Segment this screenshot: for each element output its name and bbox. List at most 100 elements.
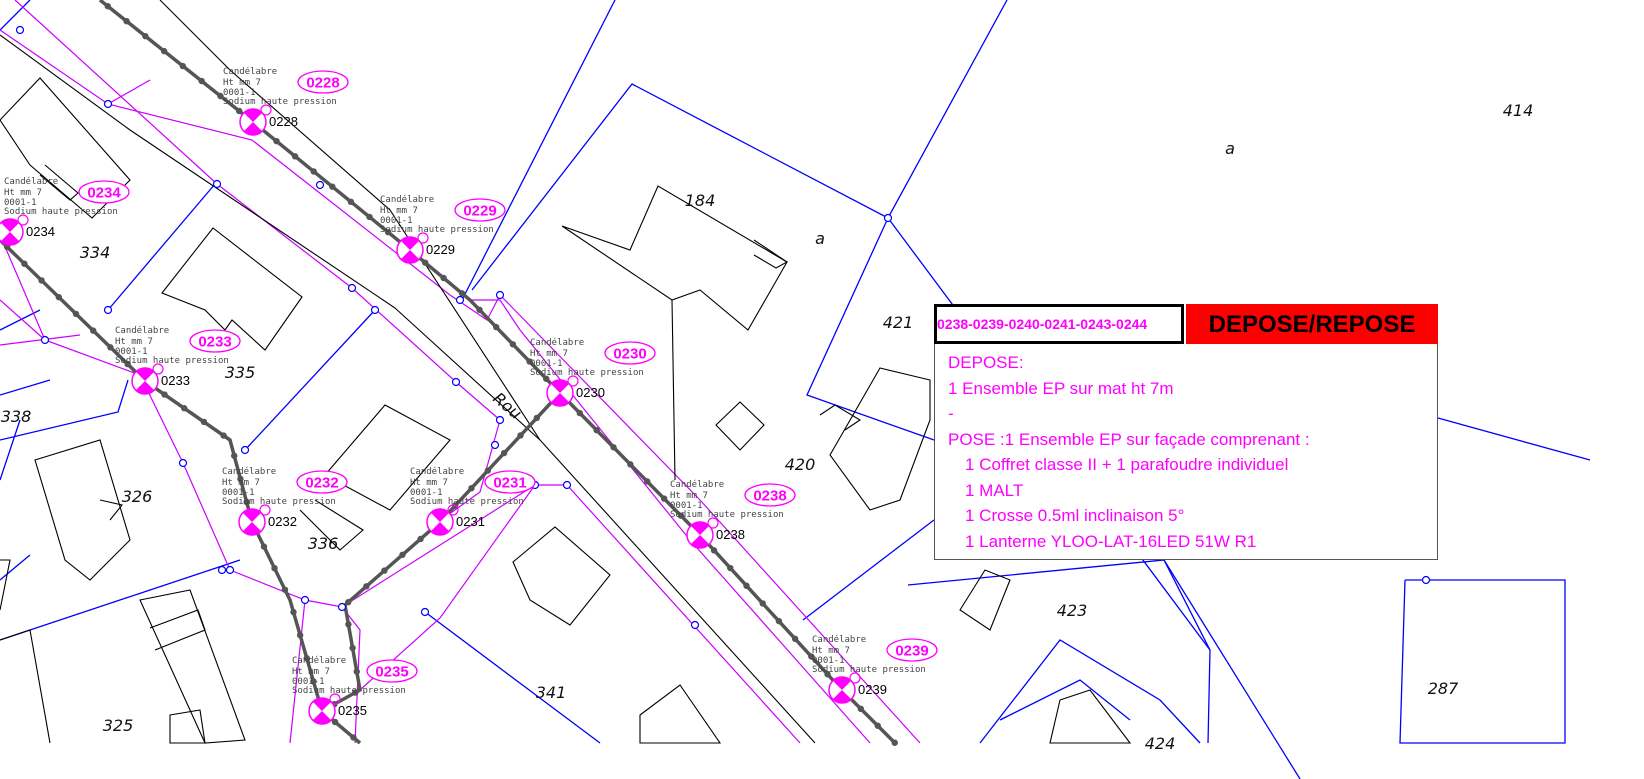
cable-dot xyxy=(492,323,500,331)
lamp-node xyxy=(329,693,341,705)
cable-dot xyxy=(857,705,865,713)
cable-dot xyxy=(235,107,243,115)
survey-point xyxy=(495,290,505,300)
cable-dot xyxy=(484,467,492,474)
cable-dot xyxy=(291,153,299,160)
lamp-label-ellipse xyxy=(886,638,938,662)
cable-dot xyxy=(123,17,130,25)
lamp-code: 0001-1 xyxy=(222,488,255,498)
cable-dot xyxy=(353,668,360,675)
survey-point xyxy=(40,335,50,345)
survey-point xyxy=(883,213,893,223)
infobox-title: DEPOSE/REPOSE xyxy=(1186,304,1438,345)
lamp-source: Sodium haute pression xyxy=(4,207,118,217)
cable-dot xyxy=(273,137,280,145)
lamp-number: 0231 xyxy=(456,514,485,529)
parcel-number: 325 xyxy=(103,716,134,735)
cable-dot xyxy=(160,47,168,55)
lamp-type: Candélabre xyxy=(812,634,866,645)
cable-dot xyxy=(417,535,424,543)
lamp-code: 0001-1 xyxy=(292,677,325,687)
lamp-label: 0230 xyxy=(613,346,646,363)
cable-dot xyxy=(660,495,668,502)
lamp-label-ellipse xyxy=(366,659,418,683)
lamp-type: Candélabre xyxy=(223,66,277,77)
lamp-height: Ht mm 7 xyxy=(530,349,568,359)
cable-dot xyxy=(271,564,278,572)
lamp-number: 0232 xyxy=(268,514,297,529)
lamp-node xyxy=(152,363,164,375)
lamp-label-ellipse xyxy=(296,470,348,494)
cable-dot xyxy=(217,92,224,100)
lamp-source: Sodium haute pression xyxy=(812,665,926,675)
intervention-infobox: 0238-0239-0240-0241-0243-0244 DEPOSE/REP… xyxy=(934,304,1438,560)
cable-dot xyxy=(808,653,815,660)
lamp-label-ellipse xyxy=(297,70,349,94)
survey-point xyxy=(420,607,430,617)
parcel-number: 420 xyxy=(785,455,816,474)
cable-dot xyxy=(381,567,388,574)
lamp-node xyxy=(17,214,29,226)
lamp-node xyxy=(259,504,271,516)
lamp-number: 0238 xyxy=(716,527,745,542)
cable-dot xyxy=(775,617,783,625)
lamp-label: 0231 xyxy=(493,475,526,492)
cable-dot xyxy=(791,635,799,643)
cable-dot xyxy=(576,409,584,417)
lamp-code: 0001-1 xyxy=(410,488,443,498)
lamp-label: 0228 xyxy=(306,75,339,92)
cable-dot xyxy=(677,512,685,519)
lamp-label: 0234 xyxy=(87,185,121,202)
cable-dot xyxy=(38,277,45,284)
lamp-quadrants xyxy=(242,508,262,536)
survey-point xyxy=(300,595,310,605)
cable-dot xyxy=(260,543,268,550)
cable-dot xyxy=(124,360,131,368)
lamp-label: 0239 xyxy=(895,643,928,660)
cable-dot xyxy=(310,168,317,175)
cable-dot xyxy=(526,358,533,365)
lamp-height: Ht mm 7 xyxy=(410,478,448,488)
survey-point xyxy=(240,445,250,455)
buildings-and-road xyxy=(0,0,1132,744)
cable-dot xyxy=(90,327,97,334)
lamp-source: Sodium haute pression xyxy=(292,686,406,696)
cable-dot xyxy=(366,213,373,221)
cable-dot xyxy=(290,608,297,616)
survey-point xyxy=(212,179,222,189)
lamp-source: Sodium haute pression xyxy=(380,225,494,235)
lamp-quadrants xyxy=(135,367,155,395)
lamp-ids: 0238-0239-0240-0241-0243-0244 xyxy=(934,304,1184,344)
lamp-quadrants xyxy=(0,218,20,246)
survey-point xyxy=(337,602,347,612)
cable-dot xyxy=(627,461,634,468)
cable-dot xyxy=(200,418,208,426)
road-name: Rou xyxy=(489,389,525,424)
cable-dot xyxy=(310,678,317,685)
info-line: POSE :1 Ensemble EP sur façade comprenan… xyxy=(948,429,1310,449)
parcel-number: 184 xyxy=(685,191,716,210)
lamp-label: 0229 xyxy=(463,203,496,220)
cable-dot xyxy=(237,475,244,483)
cable-dot xyxy=(198,77,205,85)
parcel-number: a xyxy=(1225,139,1235,158)
lamp-label-ellipse xyxy=(189,329,241,353)
lamp-number: 0234 xyxy=(26,224,55,239)
lamp-height: Ht mm 7 xyxy=(223,78,261,88)
lamp-type: Candélabre xyxy=(222,466,276,477)
lamp-height: Ht mm 7 xyxy=(292,667,330,677)
cable-dot xyxy=(296,631,304,639)
lamp-node xyxy=(567,375,579,387)
